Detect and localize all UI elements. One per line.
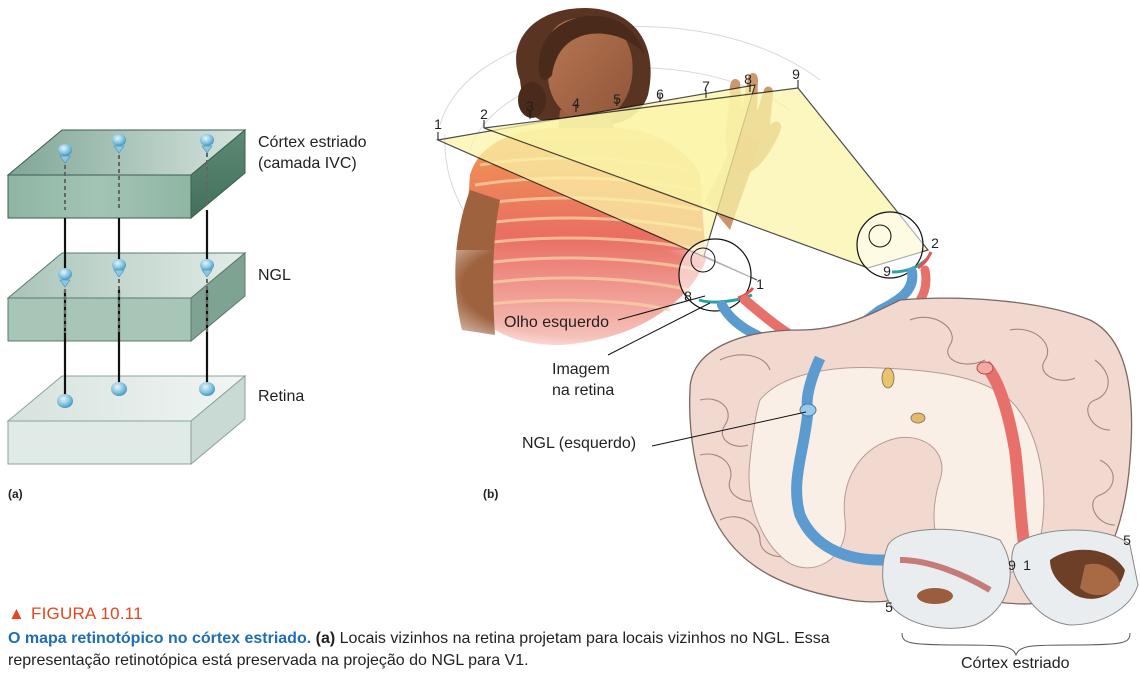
cortex-layer-label-line2: (camada IVC) bbox=[258, 154, 357, 174]
field-number-3: 3 bbox=[526, 98, 534, 114]
field-number-5: 5 bbox=[613, 91, 621, 107]
occipital-number-1: 1 bbox=[1023, 557, 1031, 573]
cortex-layer-label-line1: Córtex estriado bbox=[258, 133, 367, 153]
figure-title: ▲ FIGURA 10.11 bbox=[8, 604, 143, 624]
retina-layer-label: Retina bbox=[258, 387, 304, 407]
striate-brace bbox=[902, 633, 1130, 655]
field-number-1: 1 bbox=[434, 116, 442, 132]
panel-a-label: (a) bbox=[8, 487, 23, 501]
right-eye-number-2: 2 bbox=[931, 235, 939, 251]
panel-b-label: (b) bbox=[483, 487, 498, 501]
figure-caption: O mapa retinotópico no córtex estriado. … bbox=[8, 628, 868, 675]
occipital-number-5-left: 5 bbox=[885, 599, 893, 615]
field-number-8: 8 bbox=[744, 71, 752, 87]
occipital-number-9: 9 bbox=[1008, 557, 1016, 573]
left-eye-number-1: 1 bbox=[756, 276, 764, 292]
occipital-number-5-right: 5 bbox=[1123, 532, 1131, 548]
lgn-left-label: NGL (esquerdo) bbox=[522, 434, 636, 454]
field-number-7: 7 bbox=[702, 78, 710, 94]
figure-number: FIGURA 10.11 bbox=[31, 604, 143, 623]
field-number-2: 2 bbox=[480, 106, 488, 122]
lgn-layer-label: NGL bbox=[258, 266, 291, 286]
retina-image-label-line1: Imagem bbox=[552, 360, 610, 380]
retina-image-label-line2: na retina bbox=[552, 381, 614, 401]
panel-a-diagram bbox=[8, 130, 245, 464]
right-eye-number-9: 9 bbox=[883, 263, 891, 279]
field-number-4: 4 bbox=[572, 95, 580, 111]
left-eye-label: Olho esquerdo bbox=[504, 313, 609, 333]
left-eye-number-8: 8 bbox=[684, 288, 692, 304]
caption-panel-ref: (a) bbox=[316, 630, 336, 647]
caption-title: O mapa retinotópico no córtex estriado. bbox=[8, 630, 311, 647]
striate-cortex-label: Córtex estriado bbox=[961, 654, 1070, 674]
triangle-marker-icon: ▲ bbox=[8, 604, 25, 624]
field-number-6: 6 bbox=[656, 86, 664, 102]
right-eye bbox=[857, 212, 931, 278]
field-number-9: 9 bbox=[792, 66, 800, 82]
